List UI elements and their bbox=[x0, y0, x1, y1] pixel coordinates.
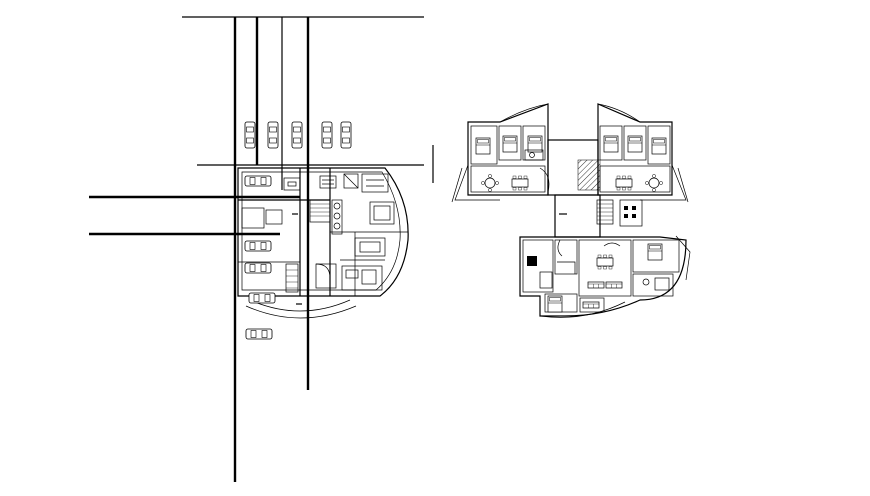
site-plan-left bbox=[89, 16, 434, 482]
floor-plan-right bbox=[451, 103, 691, 318]
car-icon bbox=[340, 121, 352, 149]
car-icon bbox=[321, 121, 333, 149]
bed-icon bbox=[502, 135, 518, 153]
table-icon bbox=[645, 174, 663, 192]
dining-table-icon bbox=[615, 175, 633, 191]
car-icon bbox=[291, 121, 303, 149]
bed-icon bbox=[547, 295, 563, 313]
wing-lower bbox=[519, 236, 687, 317]
dining-table-icon bbox=[511, 175, 529, 191]
dining-table-icon bbox=[596, 254, 614, 270]
curve-line bbox=[249, 299, 351, 312]
car-icon bbox=[244, 262, 272, 274]
car-icon bbox=[248, 292, 276, 304]
bed-icon bbox=[647, 243, 663, 261]
core-corridor bbox=[554, 194, 601, 238]
car-icon bbox=[245, 328, 273, 340]
building-outline bbox=[237, 167, 409, 297]
car-icon bbox=[244, 240, 272, 252]
bed-icon bbox=[651, 137, 667, 155]
bed-icon bbox=[527, 135, 543, 153]
bed-icon bbox=[603, 135, 619, 153]
bed-icon bbox=[475, 137, 491, 155]
bed-icon bbox=[627, 135, 643, 153]
sofa-icon bbox=[582, 301, 600, 309]
sofa-icon bbox=[605, 281, 623, 289]
sofa-icon bbox=[587, 281, 605, 289]
car-icon bbox=[244, 121, 256, 149]
car-icon bbox=[244, 175, 272, 187]
hatched-area bbox=[577, 159, 601, 191]
car-icon bbox=[267, 121, 279, 149]
table-icon bbox=[481, 174, 499, 192]
